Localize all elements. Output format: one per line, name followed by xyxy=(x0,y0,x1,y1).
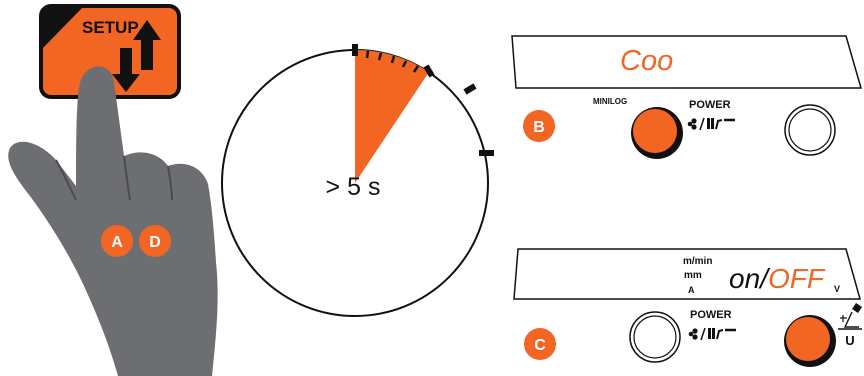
gas-wire-icon xyxy=(687,117,735,131)
timer-minor-ticks xyxy=(365,50,420,73)
unit-mm: mm xyxy=(684,270,702,281)
unit-a: A xyxy=(688,285,695,295)
marker-b-label: B xyxy=(533,119,545,136)
marker-d: D xyxy=(139,225,171,257)
top-power-label: POWER xyxy=(689,99,731,111)
marker-a: A xyxy=(101,225,133,257)
bottom-right-button[interactable] xyxy=(784,315,836,367)
pointing-hand-icon xyxy=(8,66,218,376)
minilog-button[interactable] xyxy=(631,107,683,159)
top-display-text: Coo xyxy=(620,45,673,77)
marker-c-label: C xyxy=(534,337,546,354)
minilog-label: MINILOG xyxy=(593,97,627,106)
bottom-power-label: POWER xyxy=(690,309,732,321)
display-off-text: OFF xyxy=(768,263,826,294)
unit-mmin: m/min xyxy=(683,256,712,267)
setup-key-label: SETUP xyxy=(82,18,139,37)
bottom-left-button[interactable] xyxy=(629,311,681,363)
bottom-display-on: on/OFF xyxy=(729,263,826,294)
gas-wire-icon xyxy=(688,327,736,341)
marker-a-label: A xyxy=(111,234,123,251)
bottom-display-panel: m/min mm A on/OFF V xyxy=(513,248,861,300)
top-right-button[interactable] xyxy=(784,104,836,156)
setup-key[interactable]: SETUP xyxy=(39,4,181,99)
marker-c: C xyxy=(524,328,556,360)
timer-major-ticks xyxy=(352,44,494,156)
top-display-panel: Coo xyxy=(511,35,862,89)
display-on-text: on/ xyxy=(729,263,771,294)
timer-elapsed-wedge xyxy=(355,49,429,184)
setup-arrows-icon xyxy=(112,20,161,92)
unit-v: V xyxy=(834,284,840,294)
u-label: U xyxy=(845,333,854,348)
marker-d-label: D xyxy=(149,234,161,251)
marker-b: B xyxy=(523,110,555,142)
timer-dial: > 5 s xyxy=(221,44,494,317)
torch-icon xyxy=(838,303,862,330)
timer-label: > 5 s xyxy=(326,173,381,201)
